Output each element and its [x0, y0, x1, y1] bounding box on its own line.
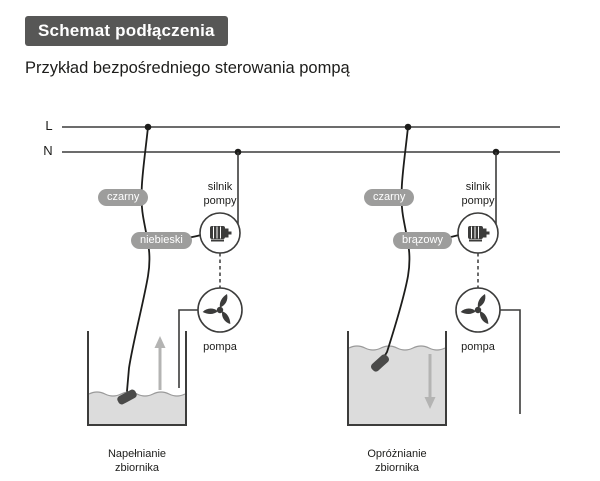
label-line-L: L: [45, 118, 53, 133]
label-line-N: N: [43, 143, 53, 158]
water-fill: [89, 392, 185, 424]
water-surface: [88, 391, 186, 397]
motor-icon: [210, 226, 232, 242]
float-cable: [126, 126, 151, 392]
tank-filling: [87, 331, 187, 426]
pump-icon: [460, 294, 489, 325]
pump-pipe: [178, 309, 198, 388]
wire-label-niebieski: niebieski: [131, 232, 192, 250]
caption-emptying: Opróżnianie zbiornika: [367, 448, 427, 475]
wire-label-czarny-left: czarny: [98, 189, 149, 207]
tank-emptying: [347, 331, 447, 426]
emptying-circuit: [347, 123, 521, 426]
caption-filling: Napełnianie zbiornika: [107, 448, 167, 475]
level-down-arrowhead: [424, 397, 436, 409]
wire-label-czarny-right: czarny: [364, 189, 415, 207]
filling-circuit: [87, 123, 243, 426]
wire-label-brazowy: brązowy: [393, 232, 452, 250]
motor-label-right: silnik pompy: [461, 181, 495, 208]
level-up-arrowhead: [154, 336, 166, 348]
pump-label-left: pompa: [203, 341, 237, 353]
water-surface: [348, 345, 446, 351]
pump-label-right: pompa: [461, 341, 495, 353]
motor-label-left: silnik pompy: [203, 181, 237, 208]
pump-pipe: [500, 309, 521, 414]
float-switch: [117, 389, 137, 405]
pump-icon: [202, 294, 231, 325]
float-switch: [371, 354, 389, 372]
diagram-subtitle: Przykład bezpośredniego sterowania pompą: [25, 59, 350, 77]
section-title-badge: Schemat podłączenia: [25, 16, 228, 46]
motor-icon: [468, 226, 490, 242]
